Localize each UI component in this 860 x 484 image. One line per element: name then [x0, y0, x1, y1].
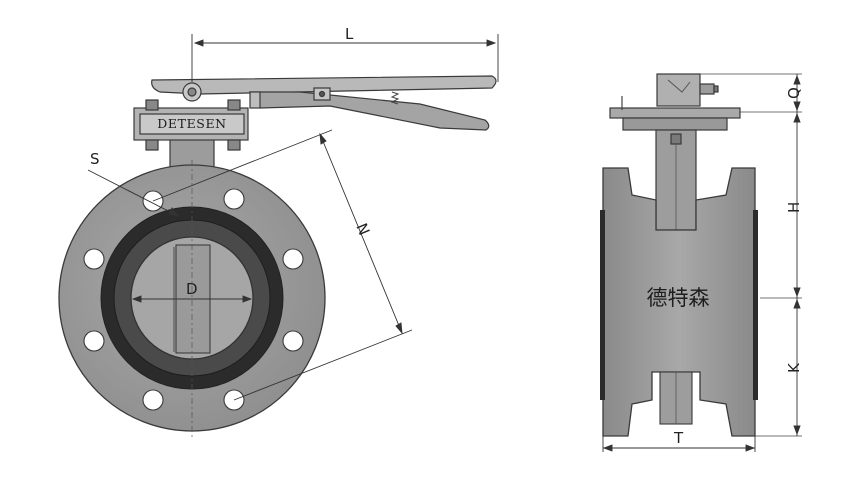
label-l: L	[345, 25, 354, 43]
bolt-hole	[142, 389, 164, 411]
bolt-hole	[223, 188, 245, 210]
side-extension-lines	[700, 73, 802, 437]
label-s: S	[90, 150, 100, 168]
label-k: K	[785, 362, 803, 373]
rubber-seat-right	[753, 210, 758, 400]
dimension-n	[152, 129, 413, 401]
rubber-seat-left	[600, 210, 605, 400]
bolt-hole	[83, 330, 105, 352]
dimension-s	[87, 169, 180, 217]
side-neck	[655, 129, 697, 231]
dimension-l	[191, 34, 499, 82]
label-q: Q	[785, 87, 803, 99]
dimension-t	[602, 436, 756, 452]
label-h: H	[785, 202, 803, 213]
dimension-q-h-k	[793, 74, 801, 436]
actuator-head	[656, 73, 719, 107]
front-view: DETESEN	[58, 25, 499, 440]
top-plate	[133, 99, 249, 151]
bolt-hole	[282, 330, 304, 352]
bolt-hole	[282, 248, 304, 270]
bolt-hole	[83, 248, 105, 270]
label-d: D	[186, 280, 198, 298]
dimension-d	[131, 295, 253, 303]
lever-handle	[151, 75, 497, 131]
label-t: T	[673, 429, 684, 447]
label-n: N	[352, 221, 373, 238]
body-text: 德特森	[647, 286, 710, 310]
side-view: 德特森 Q H K T	[600, 73, 803, 452]
nameplate-text: DETESEN	[157, 116, 226, 131]
